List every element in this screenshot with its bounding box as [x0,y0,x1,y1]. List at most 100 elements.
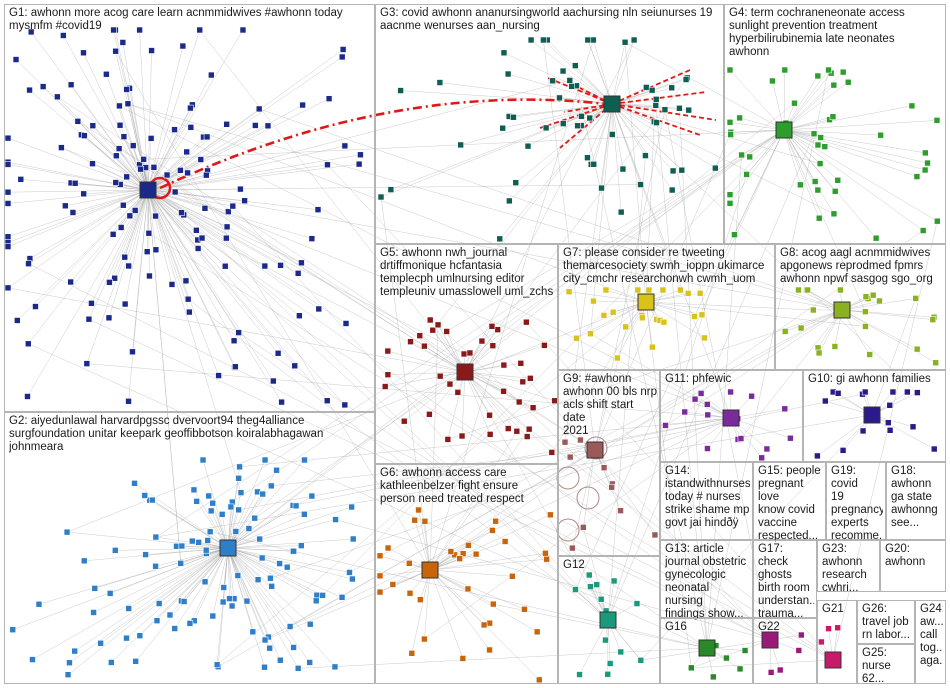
network-edge [694,129,785,317]
network-node [839,447,847,454]
network-edge [624,42,785,131]
network-edge [126,547,229,639]
network-edge [227,547,350,573]
network-node [259,490,266,498]
network-node [500,49,508,57]
network-edge [155,414,873,538]
network-node [886,401,894,409]
network-edge [418,509,431,571]
network-edge [508,73,613,105]
group-label-G8: G8: acog aagl acnmmidwives apgonews repr… [780,247,933,285]
network-node [166,611,174,619]
network-node [504,425,512,432]
network-node [609,308,617,316]
network-edge [572,449,596,549]
network-node [619,165,627,173]
network-node [121,300,129,308]
network-node [886,426,894,434]
network-edge [464,371,491,435]
network-edge [783,129,926,154]
network-edge [156,547,229,621]
network-node [115,145,123,152]
network-edge [147,145,345,191]
network-node [831,188,839,195]
network-node [141,492,149,499]
network-node [152,246,160,254]
network-edge [147,189,229,212]
network-edge [128,547,229,609]
network-node [338,594,346,601]
network-edge [617,301,647,359]
network-node [219,598,227,606]
network-node [376,572,384,580]
network-node [58,144,65,151]
network-node [651,531,659,539]
network-node [913,173,921,180]
network-node [821,143,829,150]
network-edge [583,449,596,528]
network-node [645,286,653,294]
network-node [312,597,320,605]
network-node [346,569,353,576]
network-node [933,117,941,124]
network-edge [783,105,912,131]
network-edge [92,125,609,621]
network-edge [611,87,672,105]
group-label-G10: G10: gi awhonn families [808,373,931,385]
network-edge [841,309,935,318]
network-node [459,550,467,557]
network-edge [271,449,596,487]
hub-node-avatar [637,293,655,311]
network-node [834,176,842,184]
network-node [604,670,612,678]
network-edge [783,73,832,131]
network-edge [17,189,149,321]
hub-node-avatar [824,651,842,669]
network-edge [841,309,936,363]
network-node [818,638,825,646]
network-node [523,433,531,440]
network-edge [148,233,834,661]
network-node [54,93,61,101]
network-node [294,665,302,672]
network-node [652,96,660,103]
network-edge [783,129,926,171]
network-edge [111,547,229,663]
network-edge [146,189,149,252]
network-edge [461,371,466,437]
network-edge [607,155,646,621]
network-node [136,632,144,639]
network-edge [147,189,235,341]
network-edge [108,189,149,318]
network-edge [227,492,242,549]
network-edge [183,547,229,602]
network-node [290,547,297,555]
network-node [781,328,789,335]
network-node [608,131,616,138]
network-node [634,286,642,294]
network-edge [147,125,269,191]
network-edge [429,569,513,577]
network-node [660,318,668,326]
network-node [678,166,686,174]
network-edge [212,547,229,617]
network-edge [201,237,771,641]
network-node [417,596,424,603]
network-node [291,362,299,370]
network-edge [691,639,771,669]
network-node [332,516,339,523]
network-node [556,94,563,102]
network-edge [227,102,795,549]
network-edge [576,85,708,649]
network-node [606,660,614,667]
network-edge [590,301,647,334]
network-node [349,535,357,543]
network-node [622,323,629,331]
network-node [436,372,444,380]
network-node [738,151,745,159]
network-edge [460,103,613,146]
network-edge [147,189,206,209]
group-label-G6: G6: awhonn access care kathleenbelzer fi… [380,467,524,505]
network-node [490,600,497,608]
network-node [251,514,258,522]
